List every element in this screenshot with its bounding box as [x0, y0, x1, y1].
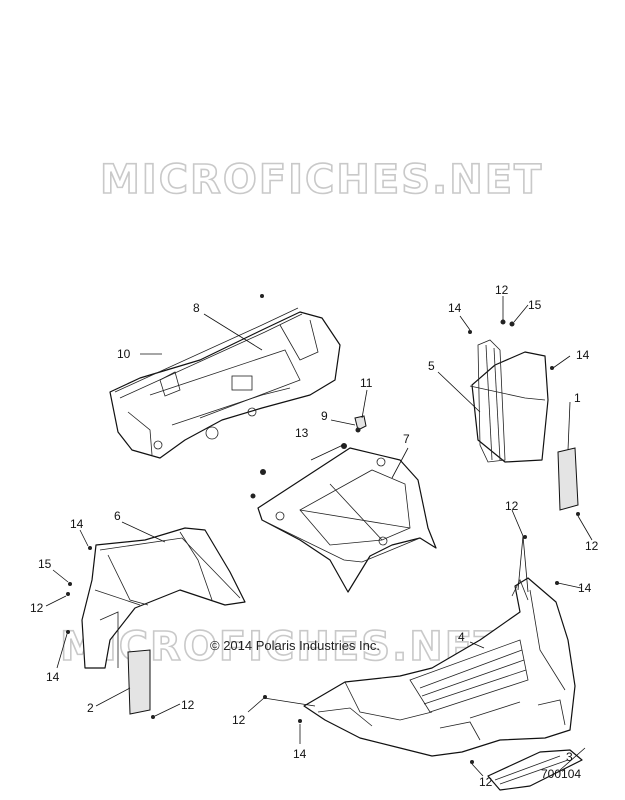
copyright-notice: © 2014 Polaris Industries Inc. [210, 638, 380, 653]
fastener-12-bracket-2 [151, 715, 155, 719]
part-2-bracket [127, 649, 151, 715]
callout-12d: 12 [505, 499, 519, 513]
fastener-14-top [468, 330, 472, 334]
callout-14b: 14 [576, 348, 590, 362]
fastener-7-clip [260, 469, 266, 475]
part-5-side-panel-right [469, 339, 549, 463]
part-7-hood [257, 447, 437, 593]
callout-2: 2 [87, 701, 94, 715]
callouts: 8 10 11 9 13 7 14 12 15 5 14 1 12 6 14 1… [30, 283, 599, 789]
fastener-13 [341, 443, 347, 449]
callout-4: 4 [458, 630, 465, 644]
fastener-14-fascia [555, 581, 559, 585]
callout-12f: 12 [232, 713, 246, 727]
callout-15b: 15 [38, 557, 52, 571]
callout-5: 5 [428, 359, 435, 373]
callout-14c: 14 [70, 517, 84, 531]
callout-12b: 12 [585, 539, 599, 553]
fastener-12-fascia-bottom [470, 760, 474, 764]
fastener-14-fascia-bottom [298, 719, 302, 723]
callout-14a: 14 [448, 301, 462, 315]
fastener-14-left-low [66, 630, 70, 634]
fastener-12-fascia-top [523, 535, 527, 539]
fastener-12-top [500, 319, 506, 325]
fastener-12-left [66, 592, 70, 596]
callout-10: 10 [117, 347, 131, 361]
watermark-top: MICROFICHES.NET [100, 157, 543, 203]
part-3-grille [487, 749, 583, 791]
fastener-14-right [550, 366, 554, 370]
callout-12e: 12 [181, 698, 195, 712]
fastener-15-top [509, 321, 515, 327]
callout-3: 3 [566, 750, 573, 764]
fastener-15-left [68, 582, 72, 586]
callout-9: 9 [321, 409, 328, 423]
diagram-number: 700104 [541, 767, 581, 781]
callout-15a: 15 [528, 298, 542, 312]
fastener-12-right [576, 512, 580, 516]
callout-11: 11 [360, 376, 373, 390]
callout-14f: 14 [293, 747, 307, 761]
part-9-clip [355, 427, 361, 433]
part-1-bracket [557, 447, 579, 511]
leader-lines [45, 296, 593, 777]
callout-13: 13 [295, 426, 309, 440]
fastener-7-clip-b [250, 493, 256, 499]
part-8-rear-cowl [109, 307, 341, 459]
fastener-14-left [88, 546, 92, 550]
callout-1: 1 [574, 391, 581, 405]
fastener-8-top [260, 294, 264, 298]
callout-14e: 14 [578, 581, 592, 595]
part-4-front-fascia [303, 577, 576, 757]
part-11-clip [354, 415, 367, 431]
callout-8: 8 [193, 301, 200, 315]
callout-7: 7 [403, 432, 410, 446]
callout-6: 6 [114, 509, 121, 523]
part-6-side-panel-left [81, 527, 246, 669]
callout-12c: 12 [30, 601, 44, 615]
callout-14d: 14 [46, 670, 60, 684]
callout-12g: 12 [479, 775, 493, 789]
callout-12a: 12 [495, 283, 509, 297]
